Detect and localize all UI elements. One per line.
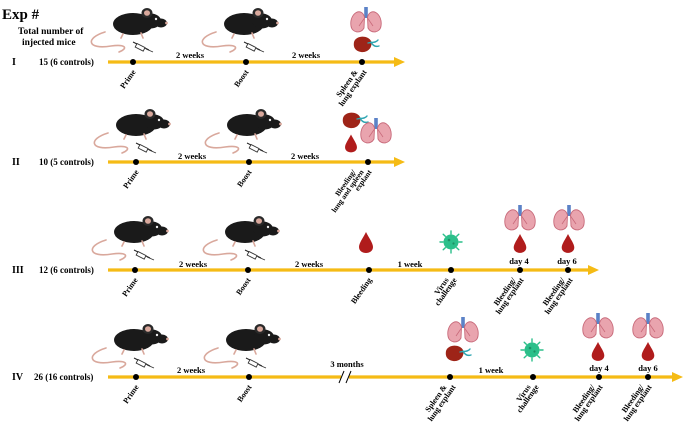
blood-drop-icon xyxy=(641,342,655,361)
timepoint-dot xyxy=(366,267,372,273)
syringe-icon xyxy=(135,142,157,154)
syringe-icon xyxy=(133,357,155,369)
event-label-boost: Boost xyxy=(234,276,253,297)
event-label-prime: Prime xyxy=(121,168,141,191)
syringe-icon xyxy=(132,41,154,53)
timepoint-dot xyxy=(565,267,571,273)
mouse-icon xyxy=(91,215,170,261)
interval-label: 2 weeks xyxy=(291,151,320,161)
blood-drop-icon xyxy=(513,234,527,253)
experiment-row-IV: IV 26 (16 controls) 2 weeks 3 months 1 w… xyxy=(12,312,683,423)
mouse-icon xyxy=(93,108,172,154)
mouse-icon xyxy=(203,323,282,369)
event-label-bleeding: Bleeding xyxy=(349,276,373,306)
event-label-prime: Prime xyxy=(121,383,141,406)
mice-count: 12 (6 controls) xyxy=(39,265,94,275)
lung-icon xyxy=(504,204,536,231)
mice-count: 26 (16 controls) xyxy=(34,372,93,382)
timepoint-dot xyxy=(448,267,454,273)
timeline-arrowhead xyxy=(588,265,599,275)
timepoint-dot xyxy=(132,267,138,273)
event-label-boost: Boost xyxy=(232,68,251,89)
experiment-row-II: II 10 (5 controls) 2 weeks 2 weeks Prime… xyxy=(12,108,405,214)
timepoint-dot xyxy=(243,59,249,65)
mouse-icon xyxy=(91,323,170,369)
timepoint-dot xyxy=(530,374,536,380)
event-label-boost: Boost xyxy=(235,168,254,189)
syringe-icon xyxy=(243,41,265,53)
interval-label: 1 week xyxy=(479,365,504,375)
experiment-id: II xyxy=(12,157,20,168)
interval-label: 2 weeks xyxy=(177,365,206,375)
timepoint-dot xyxy=(596,374,602,380)
event-label-prime: Prime xyxy=(118,68,138,91)
timepoint-dot xyxy=(130,59,136,65)
timeline-arrowhead xyxy=(672,372,683,382)
timeline-arrowhead xyxy=(394,157,405,167)
timeline-arrowhead xyxy=(394,57,405,67)
timepoint-dot xyxy=(359,59,365,65)
experiment-id: IV xyxy=(12,372,24,383)
timepoint-dot xyxy=(245,267,251,273)
lung-icon xyxy=(632,312,664,339)
timepoint-dot xyxy=(246,159,252,165)
experiment-row-I: I 15 (6 controls) 2 weeks 2 weeks Prime … xyxy=(12,6,405,108)
interval-label: 2 weeks xyxy=(295,259,324,269)
lung-icon xyxy=(350,6,382,33)
syringe-icon xyxy=(246,142,268,154)
interval-label: 2 weeks xyxy=(176,50,205,60)
interval-label: 2 weeks xyxy=(179,259,208,269)
day-label: day 4 xyxy=(589,363,609,373)
axis-break-marker xyxy=(338,370,352,384)
day-label: day 4 xyxy=(509,256,529,266)
lung-icon xyxy=(582,312,614,339)
timepoint-dot xyxy=(246,374,252,380)
mouse-icon xyxy=(90,7,169,53)
lung-icon xyxy=(553,204,585,231)
mouse-icon xyxy=(204,108,283,154)
interval-label: 2 weeks xyxy=(292,50,321,60)
syringe-icon xyxy=(245,357,267,369)
timepoint-dot xyxy=(133,374,139,380)
event-label-prime: Prime xyxy=(120,276,140,299)
blood-drop-icon xyxy=(591,342,605,361)
header-title: Exp # xyxy=(2,7,40,23)
blood-drop-icon xyxy=(345,134,357,153)
blood-drop-icon xyxy=(359,232,373,253)
experiment-id: III xyxy=(12,265,24,276)
timepoint-dot xyxy=(447,374,453,380)
experiment-id: I xyxy=(12,57,16,68)
interval-label: 3 months xyxy=(330,359,364,369)
event-label-boost: Boost xyxy=(235,383,254,404)
syringe-icon xyxy=(244,249,266,261)
interval-label: 1 week xyxy=(398,259,423,269)
virus-icon xyxy=(439,230,463,254)
blood-drop-icon xyxy=(561,234,575,253)
lung-icon xyxy=(447,316,479,343)
mouse-icon xyxy=(201,7,280,53)
timepoint-dot xyxy=(133,159,139,165)
header-subtitle-line1: Total number of xyxy=(18,27,84,37)
timepoint-dot xyxy=(517,267,523,273)
day-label: day 6 xyxy=(557,256,577,266)
experiment-row-III: III 12 (6 controls) 2 weeks 2 weeks 1 we… xyxy=(12,204,599,316)
interval-label: 2 weeks xyxy=(178,151,207,161)
syringe-icon xyxy=(133,249,155,261)
day-label: day 6 xyxy=(638,363,658,373)
mice-count: 10 (5 controls) xyxy=(39,157,94,167)
mice-count: 15 (6 controls) xyxy=(39,57,94,67)
mouse-icon xyxy=(202,215,281,261)
timepoint-dot xyxy=(645,374,651,380)
spleen-icon xyxy=(353,35,380,53)
timepoint-dot xyxy=(365,159,371,165)
header-subtitle-line2: injected mice xyxy=(22,38,76,48)
virus-icon xyxy=(520,338,544,362)
spleen-icon xyxy=(445,344,472,362)
